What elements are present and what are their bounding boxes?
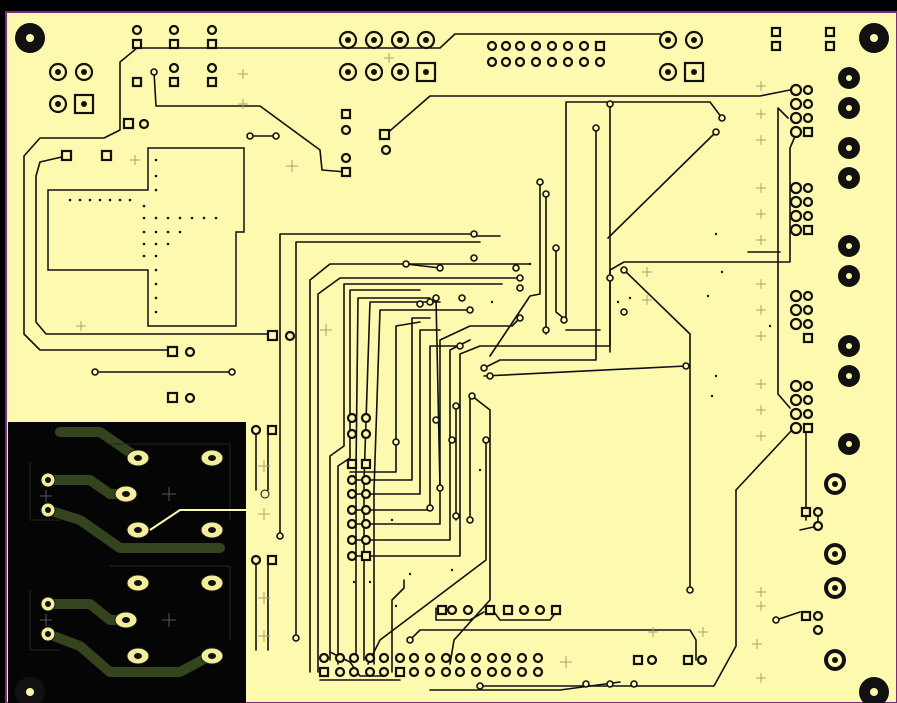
crosshair-icon bbox=[286, 160, 298, 172]
traces bbox=[23, 33, 819, 691]
mounting-hole-icon bbox=[15, 23, 45, 53]
via-icon bbox=[150, 68, 158, 76]
pads-square bbox=[60, 26, 836, 678]
mounting-hole-icon bbox=[15, 677, 45, 703]
right-edge-terminals bbox=[824, 67, 860, 671]
mounting-hole-icon bbox=[859, 23, 889, 53]
mounting-hole-icon bbox=[859, 677, 889, 703]
crosshair-markers bbox=[76, 53, 766, 683]
mounting-holes bbox=[15, 23, 889, 703]
vias bbox=[91, 68, 780, 690]
bottom-copper-region bbox=[8, 422, 270, 703]
copper-pour-region bbox=[47, 147, 245, 327]
pour-stitching-vias bbox=[68, 158, 218, 314]
